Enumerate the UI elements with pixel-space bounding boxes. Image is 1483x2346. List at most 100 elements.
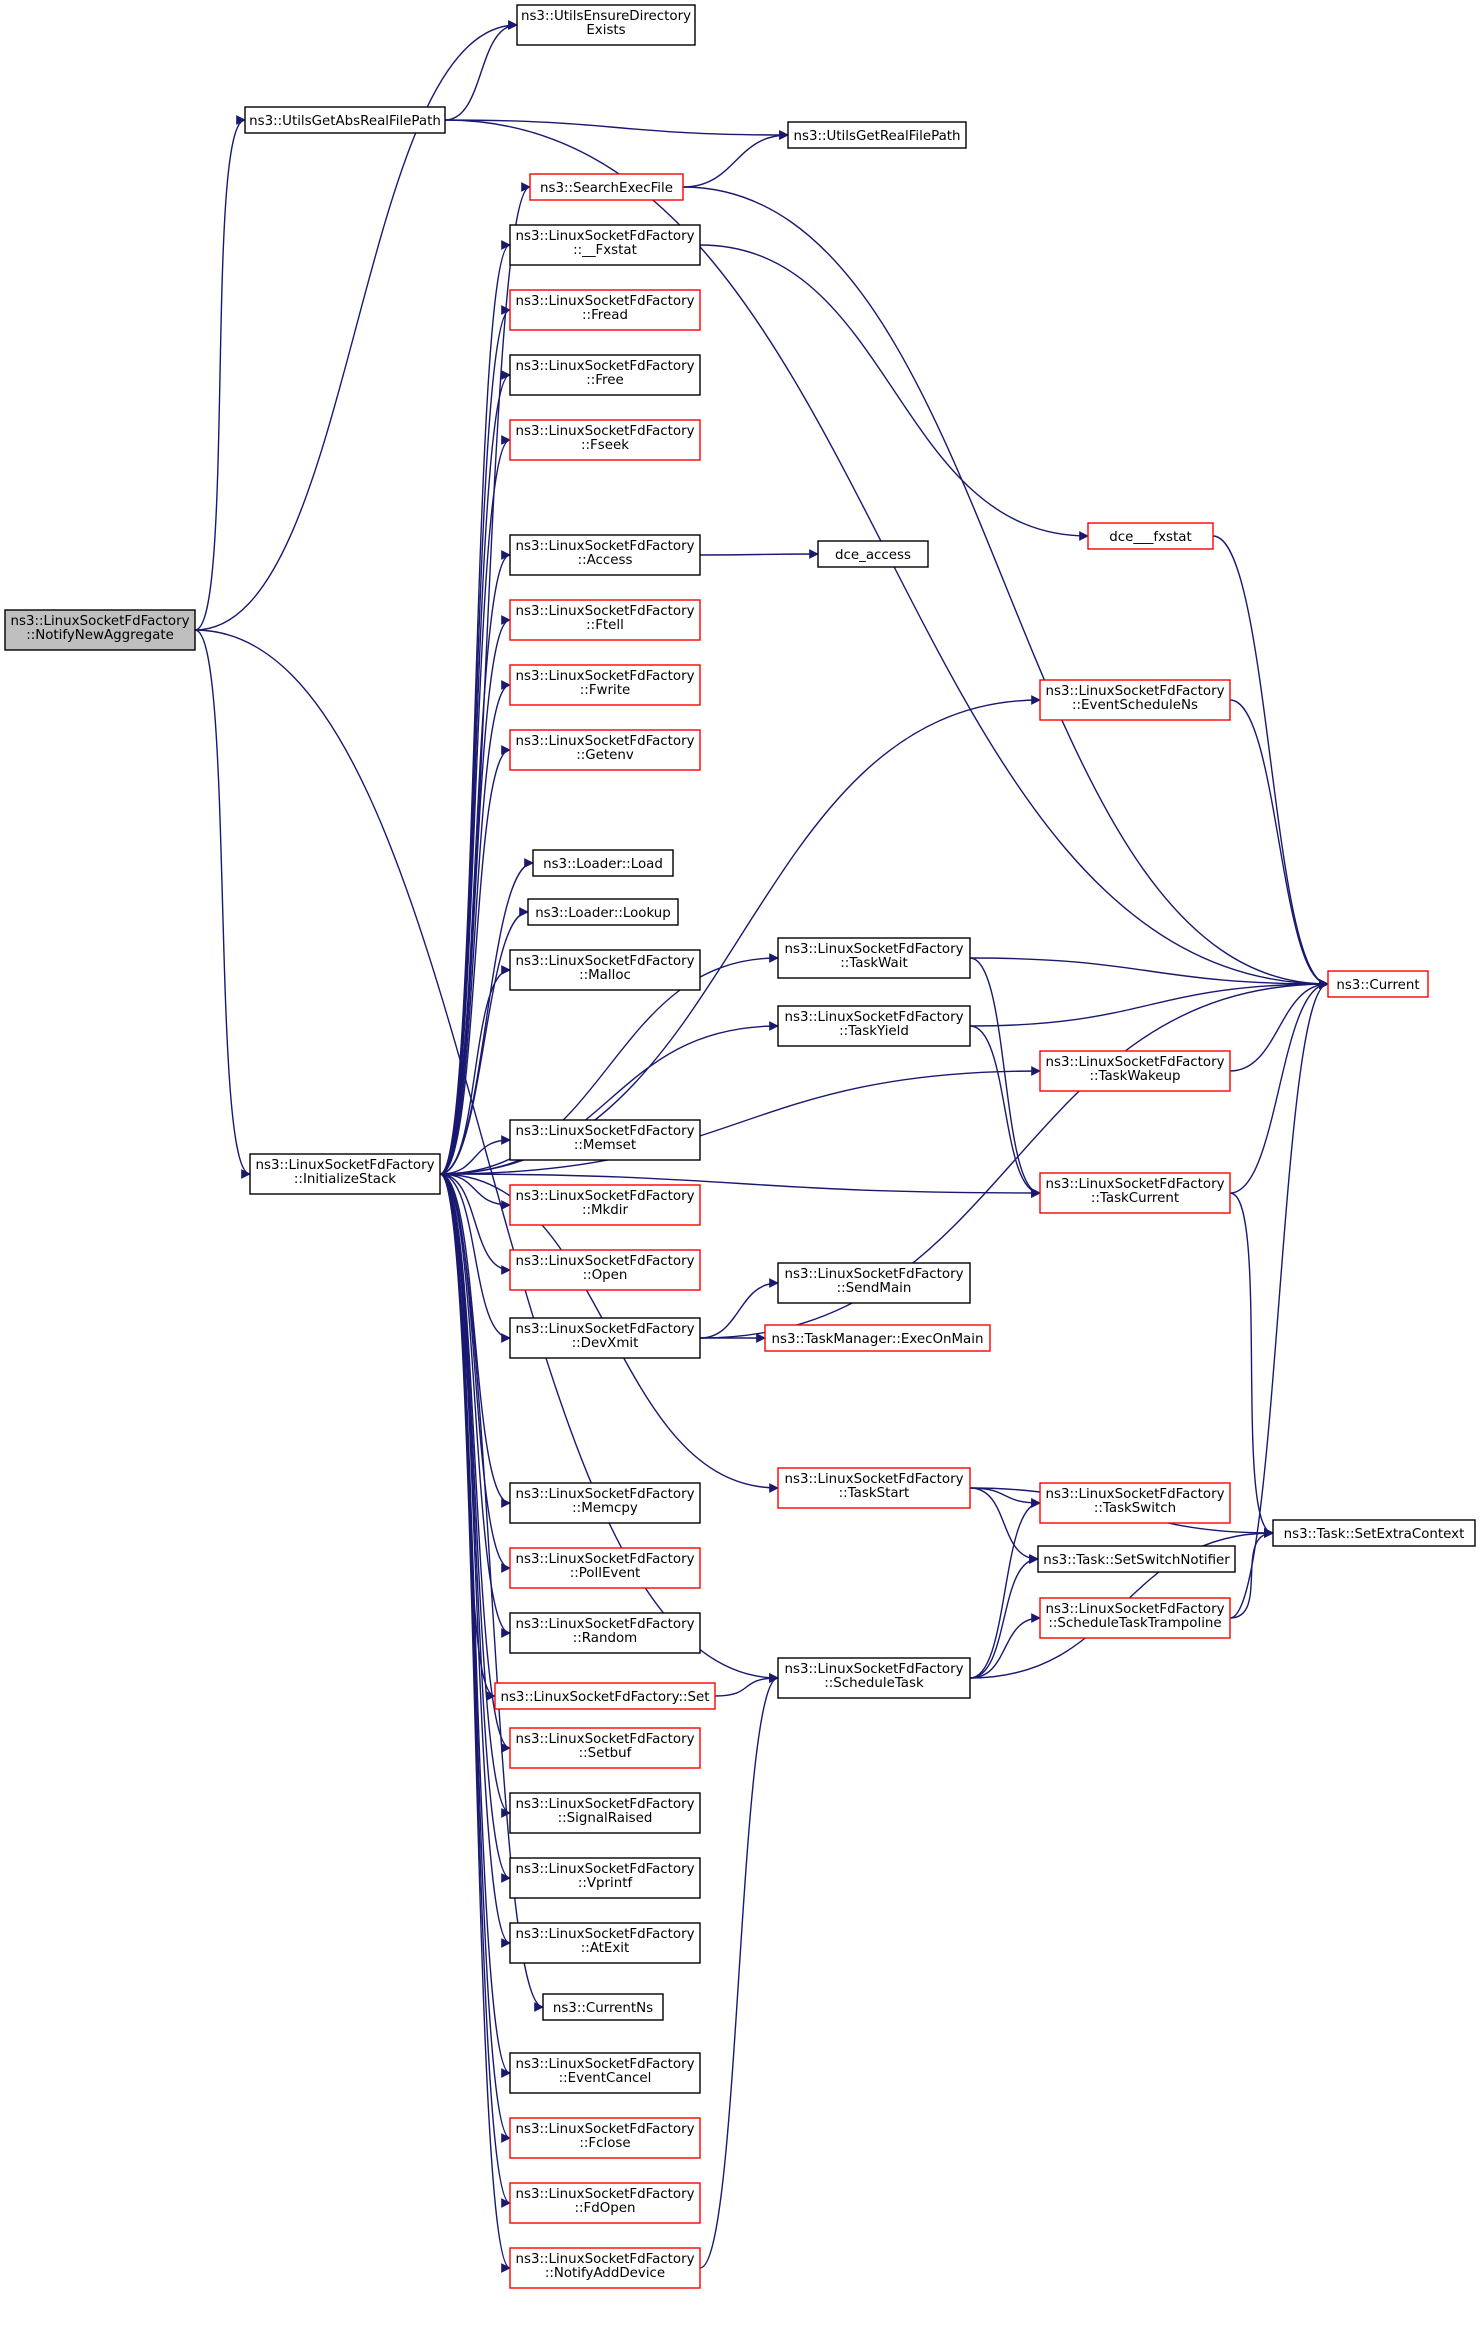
node-notify-add-device[interactable]: ns3::LinuxSocketFdFactory::NotifyAddDevi… (509, 2247, 701, 2289)
edge-initialize-stack-to-at-exit (439, 1173, 511, 1948)
node-box (509, 1547, 701, 1589)
node-open[interactable]: ns3::LinuxSocketFdFactory::Open (509, 1249, 701, 1291)
node-label: ns3::LinuxSocketFdFactory (515, 2252, 694, 2267)
edge-initialize-stack-to-task-yield (439, 1021, 779, 1175)
node-box (777, 1005, 971, 1047)
node-task-wait[interactable]: ns3::LinuxSocketFdFactory::TaskWait (777, 937, 971, 979)
node-label: ns3::LinuxSocketFdFactory (515, 1189, 694, 1204)
node-fxstat[interactable]: ns3::LinuxSocketFdFactory::__Fxstat (509, 224, 701, 266)
node-box (532, 849, 674, 877)
node-event-schedule-ns[interactable]: ns3::LinuxSocketFdFactory::EventSchedule… (1039, 679, 1231, 721)
node-signal-raised[interactable]: ns3::LinuxSocketFdFactory::SignalRaised (509, 1792, 701, 1834)
node-label: ns3::LinuxSocketFdFactory (515, 2187, 694, 2202)
node-getenv[interactable]: ns3::LinuxSocketFdFactory::Getenv (509, 729, 701, 771)
edge-initialize-stack-to-ftell (439, 615, 511, 1175)
node-dev-xmit[interactable]: ns3::LinuxSocketFdFactory::DevXmit (509, 1317, 701, 1359)
node-label: ns3::LinuxSocketFdFactory (784, 1662, 963, 1677)
node-box (509, 1249, 701, 1291)
node-label: dce___fxstat (1109, 530, 1192, 545)
node-label: ns3::Loader::Lookup (535, 906, 671, 921)
node-box (244, 106, 446, 134)
node-current-ns[interactable]: ns3::CurrentNs (542, 1993, 664, 2021)
node-fwrite[interactable]: ns3::LinuxSocketFdFactory::Fwrite (509, 664, 701, 706)
node-set[interactable]: ns3::LinuxSocketFdFactory::Set (494, 1682, 716, 1710)
node-label: ns3::LinuxSocketFdFactory (515, 424, 694, 439)
node-label: ns3::LinuxSocketFdFactory (515, 1617, 694, 1632)
node-poll-event[interactable]: ns3::LinuxSocketFdFactory::PollEvent (509, 1547, 701, 1589)
node-box (1039, 1050, 1231, 1092)
node-event-cancel[interactable]: ns3::LinuxSocketFdFactory::EventCancel (509, 2052, 701, 2094)
node-label: ns3::LinuxSocketFdFactory (515, 1124, 694, 1139)
node-layer: ns3::LinuxSocketFdFactory::NotifyNewAggr… (4, 4, 1476, 2289)
node-vprintf[interactable]: ns3::LinuxSocketFdFactory::Vprintf (509, 1857, 701, 1899)
node-set-extra-context[interactable]: ns3::Task::SetExtraContext (1272, 1519, 1476, 1547)
node-label: dce_access (835, 548, 911, 563)
node-free[interactable]: ns3::LinuxSocketFdFactory::Free (509, 354, 701, 396)
node-loader-load[interactable]: ns3::Loader::Load (532, 849, 674, 877)
node-label: ::TaskWait (840, 956, 907, 971)
node-set-switch-notifier[interactable]: ns3::Task::SetSwitchNotifier (1037, 1545, 1236, 1573)
node-label: ns3::LinuxSocketFdFactory (515, 734, 694, 749)
edge-initialize-stack-to-fclose (439, 1173, 511, 2143)
node-label: ::Getenv (576, 748, 634, 763)
node-mkdir[interactable]: ns3::LinuxSocketFdFactory::Mkdir (509, 1184, 701, 1226)
node-random[interactable]: ns3::LinuxSocketFdFactory::Random (509, 1612, 701, 1654)
node-access[interactable]: ns3::LinuxSocketFdFactory::Access (509, 534, 701, 576)
edge-fxstat-to-dce-fxstat (699, 244, 1089, 541)
node-at-exit[interactable]: ns3::LinuxSocketFdFactory::AtExit (509, 1922, 701, 1964)
node-box (509, 354, 701, 396)
node-setbuf[interactable]: ns3::LinuxSocketFdFactory::Setbuf (509, 1727, 701, 1769)
node-label: ::EventScheduleNs (1072, 698, 1198, 713)
node-label: ns3::LinuxSocketFdFactory (1045, 1055, 1224, 1070)
node-initialize-stack[interactable]: ns3::LinuxSocketFdFactory::InitializeSta… (249, 1153, 441, 1195)
node-box (509, 1857, 701, 1899)
node-utils-get-abs-real-file-path[interactable]: ns3::UtilsGetAbsRealFilePath (244, 106, 446, 134)
node-schedule-task-trampoline[interactable]: ns3::LinuxSocketFdFactory::ScheduleTaskT… (1039, 1597, 1231, 1639)
node-label: ::SendMain (837, 1281, 912, 1296)
edge-task-yield-to-current (969, 979, 1329, 1027)
node-label: ns3::LinuxSocketFdFactory (515, 1927, 694, 1942)
edge-initialize-stack-to-task-current (439, 1173, 1041, 1198)
edge-search-exec-file-to-utils-get-real-file-path (682, 130, 789, 188)
node-send-main[interactable]: ns3::LinuxSocketFdFactory::SendMain (777, 1262, 971, 1304)
node-malloc[interactable]: ns3::LinuxSocketFdFactory::Malloc (509, 949, 701, 991)
edge-schedule-task-trampoline-to-set-extra-context (1229, 1528, 1274, 1619)
edge-schedule-task-to-set-switch-notifier (969, 1554, 1039, 1679)
node-dce-access[interactable]: dce_access (817, 540, 929, 568)
edge-initialize-stack-to-open (439, 1173, 511, 1275)
node-fd-open[interactable]: ns3::LinuxSocketFdFactory::FdOpen (509, 2182, 701, 2224)
node-memset[interactable]: ns3::LinuxSocketFdFactory::Memset (509, 1119, 701, 1161)
edge-task-wait-to-current (969, 957, 1329, 989)
node-notify-new-aggregate[interactable]: ns3::LinuxSocketFdFactory::NotifyNewAggr… (4, 609, 196, 651)
node-label: ns3::UtilsGetAbsRealFilePath (249, 114, 441, 129)
node-box (509, 2247, 701, 2289)
edge-initialize-stack-to-access (439, 550, 511, 1175)
node-exec-on-main[interactable]: ns3::TaskManager::ExecOnMain (764, 1324, 991, 1352)
node-utils-get-real-file-path[interactable]: ns3::UtilsGetRealFilePath (787, 121, 967, 149)
node-label: ns3::LinuxSocketFdFactory (515, 1552, 694, 1567)
node-label: ns3::Task::SetExtraContext (1284, 1527, 1465, 1542)
node-label: ::TaskStart (839, 1486, 910, 1501)
node-task-current[interactable]: ns3::LinuxSocketFdFactory::TaskCurrent (1039, 1172, 1231, 1214)
node-task-start[interactable]: ns3::LinuxSocketFdFactory::TaskStart (777, 1467, 971, 1509)
node-task-switch[interactable]: ns3::LinuxSocketFdFactory::TaskSwitch (1039, 1482, 1231, 1524)
node-dce-fxstat[interactable]: dce___fxstat (1087, 522, 1214, 550)
node-search-exec-file[interactable]: ns3::SearchExecFile (529, 173, 684, 201)
edge-event-schedule-ns-to-current (1229, 699, 1329, 989)
node-loader-lookup[interactable]: ns3::Loader::Lookup (527, 898, 679, 926)
node-label: ::Open (583, 1268, 628, 1283)
node-ftell[interactable]: ns3::LinuxSocketFdFactory::Ftell (509, 599, 701, 641)
node-box (1039, 1597, 1231, 1639)
node-label: ns3::LinuxSocketFdFactory (515, 1797, 694, 1812)
node-box (1327, 970, 1429, 998)
node-fread[interactable]: ns3::LinuxSocketFdFactory::Fread (509, 289, 701, 331)
node-current[interactable]: ns3::Current (1327, 970, 1429, 998)
node-memcpy[interactable]: ns3::LinuxSocketFdFactory::Memcpy (509, 1482, 701, 1524)
node-fclose[interactable]: ns3::LinuxSocketFdFactory::Fclose (509, 2117, 701, 2159)
node-label: ns3::CurrentNs (553, 2001, 653, 2016)
node-task-yield[interactable]: ns3::LinuxSocketFdFactory::TaskYield (777, 1005, 971, 1047)
node-schedule-task[interactable]: ns3::LinuxSocketFdFactory::ScheduleTask (777, 1657, 971, 1699)
node-task-wakeup[interactable]: ns3::LinuxSocketFdFactory::TaskWakeup (1039, 1050, 1231, 1092)
node-fseek[interactable]: ns3::LinuxSocketFdFactory::Fseek (509, 419, 701, 461)
